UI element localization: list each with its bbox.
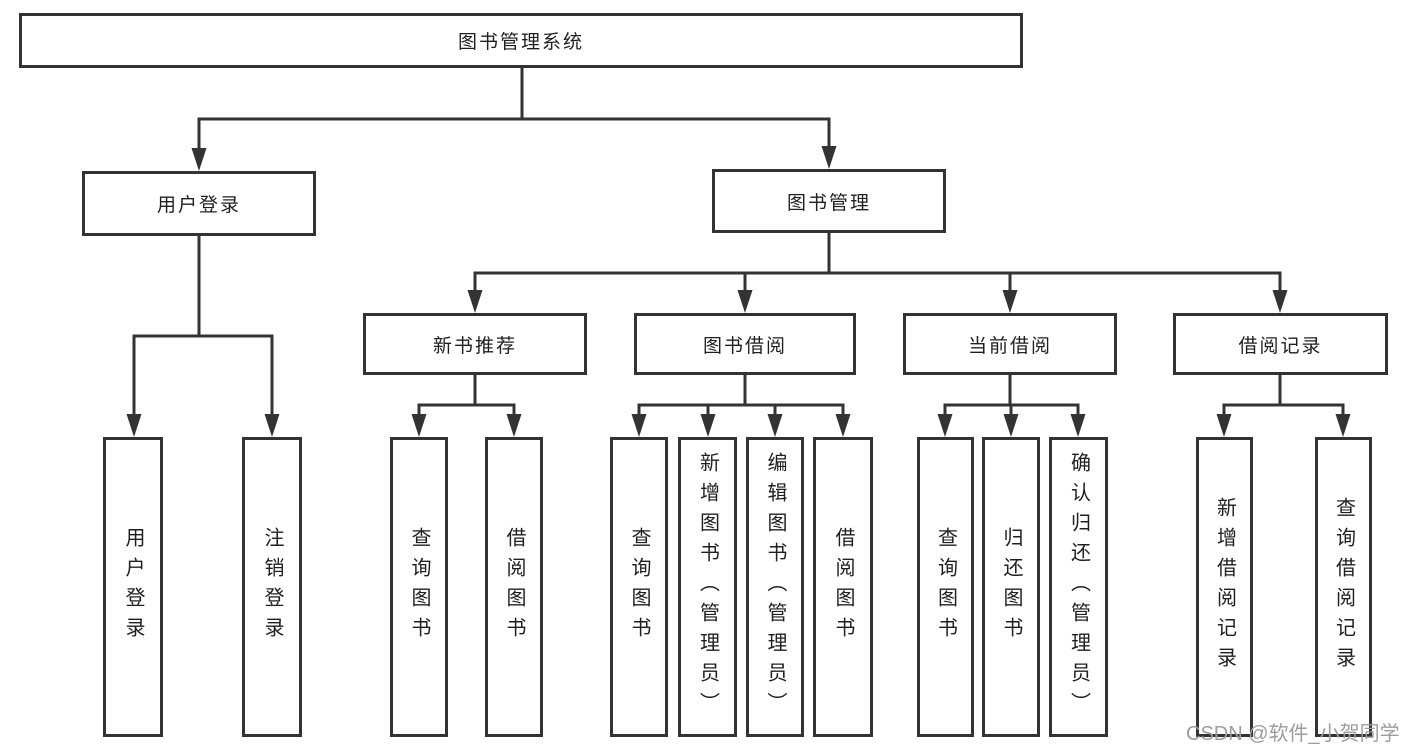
leaf-label: 查询图书 — [934, 527, 957, 647]
node-label: 图书管理系统 — [457, 32, 584, 53]
arrowhead — [1335, 414, 1351, 437]
leaf-label: 新增图书（管理员） — [696, 452, 719, 722]
arrowhead — [821, 146, 837, 169]
leaf-borrow-add-books-admin: 新增图书（管理员） — [678, 437, 737, 737]
leaf-label: 借阅图书 — [832, 527, 854, 647]
arrowhead — [1003, 414, 1019, 437]
arrowhead — [1216, 414, 1232, 437]
node-new-book-recommend: 新书推荐 — [363, 313, 587, 375]
arrowhead — [700, 414, 716, 437]
leaf-user-login: 用户登录 — [103, 437, 163, 737]
arrowhead — [631, 414, 647, 437]
leaf-current-return-books: 归还图书 — [982, 437, 1040, 737]
connector-recommend-to-leaves — [411, 373, 522, 437]
arrowhead — [1070, 414, 1086, 437]
arrowhead — [767, 414, 783, 437]
node-label: 借阅记录 — [1238, 335, 1323, 357]
node-label: 当前借阅 — [967, 335, 1052, 357]
leaf-label: 新增借阅记录 — [1213, 497, 1236, 677]
connector-records-to-leaves — [1216, 373, 1351, 437]
leaf-label: 借阅图书 — [503, 527, 525, 647]
leaf-recommend-borrow-books: 借阅图书 — [485, 437, 543, 737]
leaf-label: 编辑图书（管理员） — [764, 452, 786, 722]
node-book-borrow: 图书借阅 — [634, 313, 856, 375]
node-label: 图书管理 — [786, 192, 871, 214]
arrowhead — [737, 290, 753, 313]
node-borrow-records: 借阅记录 — [1173, 313, 1388, 375]
arrowhead — [264, 414, 280, 437]
leaf-logout: 注销登录 — [242, 437, 302, 737]
node-label: 图书借阅 — [702, 335, 787, 357]
arrowhead — [411, 414, 427, 437]
connector-current-to-leaves — [937, 373, 1086, 437]
arrowhead — [937, 414, 953, 437]
arrowhead — [126, 414, 142, 437]
node-label: 用户登录 — [156, 195, 241, 216]
connector-management-to-level3 — [467, 231, 1288, 313]
connector-login-to-leaves — [126, 234, 280, 437]
leaf-borrow-query-books: 查询图书 — [610, 437, 668, 737]
leaf-label: 查询图书 — [408, 527, 430, 647]
node-label: 新书推荐 — [432, 335, 517, 357]
leaf-borrow-edit-books-admin: 编辑图书（管理员） — [746, 437, 804, 737]
leaf-label: 归还图书 — [1000, 527, 1022, 647]
node-user-login: 用户登录 — [82, 171, 316, 236]
leaf-label: 用户登录 — [122, 527, 144, 647]
node-library-management-system: 图书管理系统 — [19, 13, 1023, 68]
arrowhead — [835, 414, 851, 437]
leaf-label: 注销登录 — [261, 527, 283, 647]
leaf-recommend-query-books: 查询图书 — [390, 437, 448, 737]
csdn-watermark: CSDN @软件_小贺同学 — [1186, 723, 1400, 745]
connector-root-to-level2 — [191, 66, 837, 171]
arrowhead — [506, 414, 522, 437]
leaf-records-query-record: 查询借阅记录 — [1315, 437, 1372, 737]
leaf-label: 确认归还（管理员） — [1067, 452, 1090, 722]
leaf-label: 查询借阅记录 — [1332, 497, 1355, 677]
arrowhead — [1002, 290, 1018, 313]
arrowhead — [1272, 290, 1288, 313]
node-book-management: 图书管理 — [712, 169, 946, 233]
node-current-borrow: 当前借阅 — [903, 313, 1117, 375]
leaf-records-add-record: 新增借阅记录 — [1196, 437, 1253, 737]
leaf-borrow-borrow-books: 借阅图书 — [813, 437, 873, 737]
leaf-current-query-books: 查询图书 — [917, 437, 974, 737]
leaf-current-confirm-return-admin: 确认归还（管理员） — [1049, 437, 1108, 737]
arrowhead — [467, 290, 483, 313]
leaf-label: 查询图书 — [628, 527, 650, 647]
connector-borrow-to-leaves — [631, 373, 851, 437]
arrowhead — [191, 148, 207, 171]
